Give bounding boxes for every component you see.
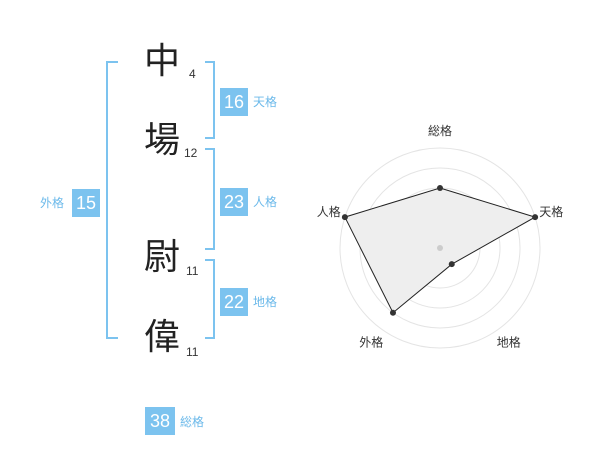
radar-point-4	[389, 309, 396, 316]
name-char-3: 尉	[144, 237, 181, 278]
name-char-4: 偉	[144, 317, 181, 358]
soukaku-badge: 38	[145, 407, 175, 435]
stroke-count-4: 11	[186, 345, 199, 359]
jinkaku-bracket	[205, 148, 215, 250]
tenkaku-bracket	[205, 61, 215, 139]
radar-axis-label-4: 外格	[359, 335, 383, 350]
radar-points	[341, 185, 539, 316]
name-char-2: 場	[144, 120, 181, 161]
stroke-count-1: 4	[189, 67, 196, 81]
radar-point-3	[448, 261, 455, 268]
tenkaku-label: 天格	[253, 95, 278, 109]
radar-ring-5	[339, 147, 541, 349]
radar-axis-label-1: 総格	[428, 123, 452, 138]
jinkaku-badge: 23	[220, 188, 248, 216]
radar-point-2	[532, 214, 539, 221]
stroke-count-3: 11	[186, 264, 199, 278]
jinkaku-label: 人格	[253, 195, 278, 209]
stroke-count-2: 12	[184, 146, 198, 160]
chikaku-label: 地格	[253, 295, 278, 309]
chikaku-badge: 22	[220, 288, 248, 316]
radar-axis-label-2: 天格	[539, 204, 563, 219]
gaikaku-label: 外格	[40, 196, 65, 210]
radar-point-5	[341, 214, 348, 221]
radar-axis-label-3: 地格	[497, 335, 521, 350]
chikaku-bracket	[205, 259, 215, 339]
gaikaku-badge: 15	[72, 189, 100, 217]
radar-point-1	[437, 185, 443, 191]
radar-center-dot	[437, 245, 443, 251]
soukaku-label: 総格	[180, 415, 205, 429]
gaikaku-bracket	[106, 61, 118, 339]
radar-axis-label-5: 人格	[317, 204, 341, 219]
tenkaku-badge: 16	[220, 88, 248, 116]
name-char-1: 中	[144, 41, 181, 82]
